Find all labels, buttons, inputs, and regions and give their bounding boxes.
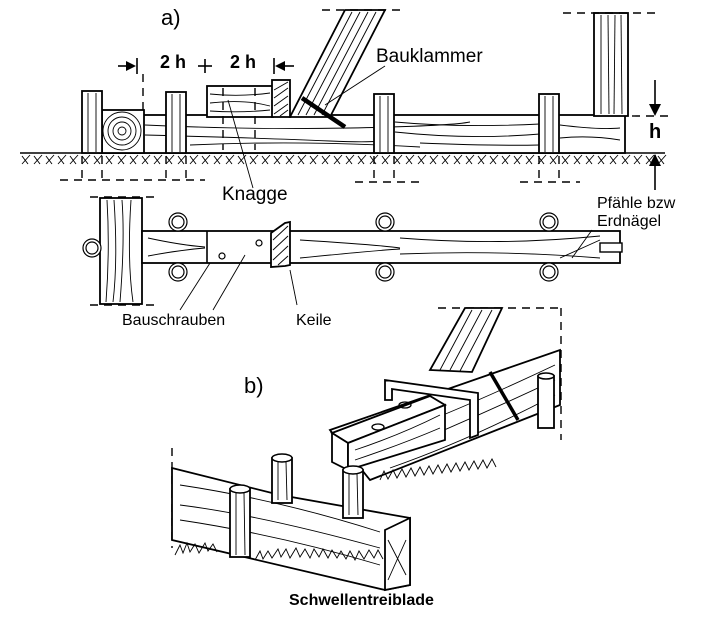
stake bbox=[373, 93, 395, 154]
knagge-leader bbox=[227, 99, 254, 189]
stake-plan-marker bbox=[82, 238, 102, 258]
stake-plan-marker bbox=[375, 262, 395, 282]
stake-plan-marker bbox=[168, 212, 188, 232]
end-grain-rings bbox=[102, 111, 142, 151]
side-elevation bbox=[20, 9, 670, 190]
stake bbox=[165, 91, 187, 154]
keile-label: Keile bbox=[296, 312, 332, 329]
pfaehle-label-line1: Pfähle bzw bbox=[597, 195, 676, 212]
stake bbox=[538, 93, 560, 154]
bauschrauben-label: Bauschrauben bbox=[122, 312, 226, 329]
figure-caption: Schwellentreiblade bbox=[289, 592, 434, 609]
stake bbox=[342, 469, 364, 519]
stake-extensions bbox=[60, 156, 580, 183]
stakes-plan bbox=[82, 212, 559, 282]
stake bbox=[229, 488, 251, 558]
stake bbox=[81, 90, 103, 154]
perspective-view bbox=[171, 307, 562, 592]
dimension-h-label: h bbox=[649, 121, 662, 143]
stake-plan-marker bbox=[375, 212, 395, 232]
ground-hatch bbox=[21, 154, 667, 165]
stake-plan-marker bbox=[539, 212, 559, 232]
stake-plan-marker bbox=[168, 262, 188, 282]
clamp-frame-perspective bbox=[384, 378, 479, 440]
bauklammer-label: Bauklammer bbox=[376, 46, 483, 67]
dimension-h bbox=[632, 80, 670, 190]
pfaehle-label-line2: Erdnägel bbox=[597, 213, 662, 230]
keile-plan bbox=[270, 220, 291, 268]
stake-plan-marker bbox=[539, 262, 559, 282]
sill-beam-plan bbox=[141, 230, 621, 264]
plan-view bbox=[82, 196, 623, 311]
panel-a-label: a) bbox=[161, 5, 181, 30]
knagge-label: Knagge bbox=[222, 184, 288, 205]
bauklammer-perspective bbox=[488, 371, 520, 421]
stakes-side bbox=[81, 90, 560, 154]
post-side bbox=[593, 12, 629, 117]
bolt-lines bbox=[222, 88, 256, 150]
stake bbox=[537, 375, 555, 429]
panel-b-label: b) bbox=[244, 373, 264, 398]
bauklammer-leader bbox=[324, 65, 386, 106]
stake bbox=[271, 457, 293, 504]
dimension-2h-right-label: 2 h bbox=[230, 52, 257, 72]
dimension-2h-left-label: 2 h bbox=[160, 52, 187, 72]
dimension-2h bbox=[118, 58, 294, 110]
bauklammer-clamp bbox=[300, 96, 347, 129]
